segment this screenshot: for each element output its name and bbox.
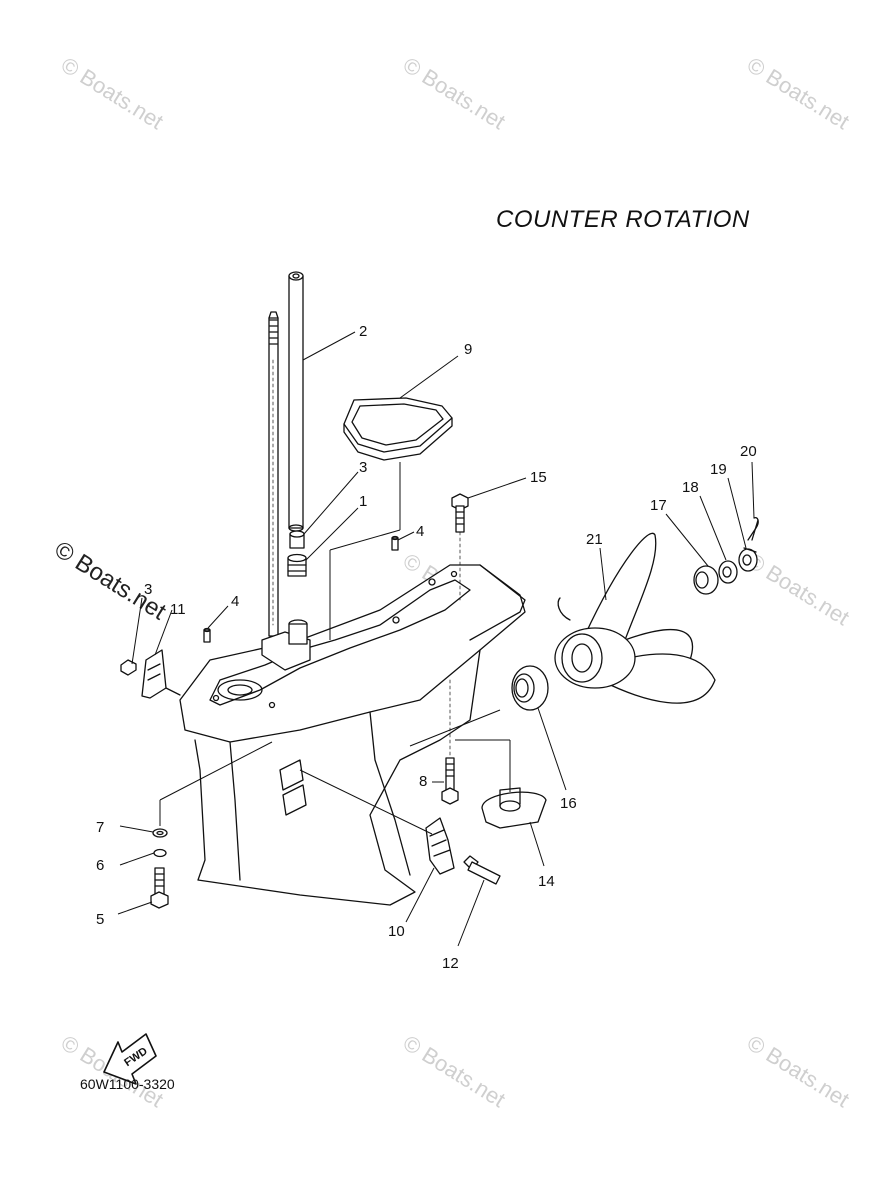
callout-10: 10: [388, 923, 405, 940]
gasket: [343, 397, 453, 461]
trim-tab-anode: [425, 817, 455, 875]
anode-bracket: [141, 649, 181, 699]
nut: [120, 659, 137, 676]
bolt: [150, 867, 169, 909]
lock-washer: [153, 848, 167, 858]
dowel-pin: [391, 535, 399, 551]
spacer: [693, 565, 719, 595]
callout-15: 15: [530, 469, 547, 486]
callouts: 1 2 3 3 4 4 5 6 7 8 9 10 11 12 14 15 16 …: [96, 323, 757, 972]
leader-lines: [117, 331, 755, 947]
dowel-pin: [203, 627, 211, 643]
grommet: [287, 553, 307, 577]
forward-arrow-icon: [103, 1033, 157, 1085]
lower-casing: [179, 564, 526, 906]
callout-2: 2: [359, 323, 367, 340]
callout-8: 8: [419, 773, 427, 790]
callout-18: 18: [682, 479, 699, 496]
drawing-code: 60W1100-3320: [80, 1076, 175, 1092]
callout-16: 16: [560, 795, 577, 812]
washer: [152, 828, 168, 838]
callout-17: 17: [650, 497, 667, 514]
washer: [718, 560, 738, 584]
propeller-nut: [738, 547, 758, 572]
callout-4: 4: [416, 523, 424, 540]
callout-4: 4: [231, 593, 239, 610]
callout-9: 9: [464, 341, 472, 358]
drive-shaft: [268, 311, 279, 637]
shift-rod: [288, 271, 304, 532]
callout-11: 11: [170, 601, 186, 618]
propeller: [554, 532, 716, 704]
anode: [481, 787, 547, 829]
bolt: [441, 679, 459, 805]
callout-14: 14: [538, 873, 555, 890]
callout-1: 1: [359, 493, 367, 510]
callout-3: 3: [144, 581, 152, 598]
cotter-pin: [747, 516, 759, 541]
bolt: [451, 493, 469, 601]
callout-7: 7: [96, 819, 104, 836]
thrust-washer: [511, 665, 549, 711]
callout-6: 6: [96, 857, 104, 874]
callout-19: 19: [710, 461, 727, 478]
callout-3: 3: [359, 459, 367, 476]
callout-21: 21: [586, 531, 603, 548]
diagram-title: COUNTER ROTATION: [496, 206, 750, 233]
callout-20: 20: [740, 443, 757, 460]
callout-5: 5: [96, 911, 104, 928]
bolt: [463, 855, 501, 885]
bushing: [289, 530, 305, 549]
callout-12: 12: [442, 955, 459, 972]
